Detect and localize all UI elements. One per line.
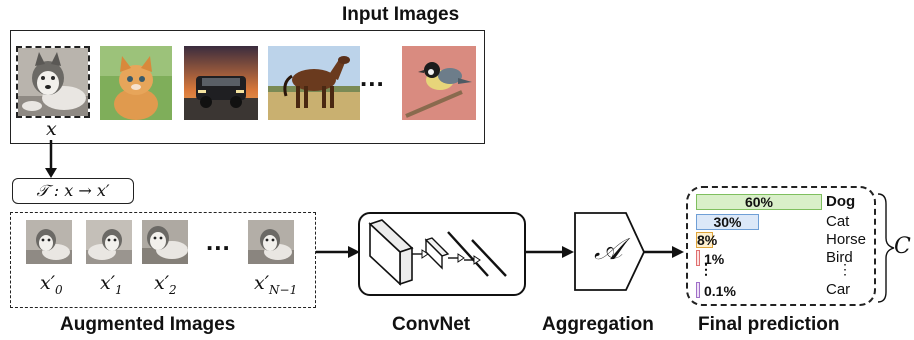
input-image-bird [402,46,476,120]
prediction-class-bird: Bird [826,249,853,266]
augmented-husky-picture [86,220,132,264]
augmented-ellipsis: ... [206,226,231,256]
arrow-aggregation-to-prediction [644,246,684,258]
arrow-convnet-to-aggregation [526,246,574,258]
augmented-husky-picture [26,220,72,264]
prediction-bar-bird [696,250,700,266]
augmented-label-2: x′2 [154,272,177,297]
prediction-percent-bird: 1% [704,251,725,267]
prediction-class-dog: Dog [826,193,856,210]
input-images-title: Input Images [342,4,460,25]
car-picture [184,46,258,120]
prediction-class-horse: Horse [826,231,867,248]
aggregation-symbol: 𝒜 [594,232,623,267]
kitten-picture [100,46,172,120]
augmented-image-2 [142,220,188,264]
bar-vertical-ellipsis: ⋮ [699,261,713,277]
augmented-image-n-1 [248,220,294,264]
class-count-label: C [894,234,911,259]
convnet-title: ConvNet [392,314,471,335]
bird-picture [402,46,476,120]
aggregation-title: Aggregation [542,314,654,335]
augmented-husky-picture [142,220,188,264]
input-image-husky [16,46,90,118]
aggregation-block [574,212,645,291]
augmented-husky-picture [248,220,294,264]
arrow-input-to-transform [45,140,57,178]
augmented-label-1: x′1 [100,272,123,297]
arrow-augmented-to-convnet [316,246,360,258]
prediction-class-car: Car [826,281,851,298]
class-count-brace [877,193,895,303]
prediction-percent-car: 0.1% [704,283,736,299]
augmented-image-1 [86,220,132,264]
input-sample-label: x [46,118,57,140]
input-image-horse [268,46,360,120]
augmented-label-n-1: x′N−1 [254,272,298,297]
prediction-class-cat: Cat [826,213,850,230]
augmented-images-title: Augmented Images [60,314,236,335]
augmented-label-0: x′0 [40,272,63,297]
horse-picture [268,46,360,120]
input-images-panel [10,30,485,144]
convnet-block [358,212,526,296]
transform-label: 𝒯 : x → x′ [12,178,134,204]
prediction-bar-horse: 8% [696,232,718,248]
husky-picture [18,48,88,116]
prediction-panel [686,186,876,306]
augmented-image-0 [26,220,72,264]
augmented-images-panel [10,212,316,308]
input-ellipsis: ... [360,62,385,92]
final-prediction-title: Final prediction [698,314,840,335]
input-image-car [184,46,258,120]
prediction-bar-car [696,282,700,298]
convnet-layers-icon [368,219,507,286]
label-vertical-ellipsis: ⋮ [838,261,852,277]
prediction-bar-cat: 30% [696,214,759,230]
input-image-kitten [100,46,172,120]
prediction-bar-dog: 60% [696,194,822,210]
